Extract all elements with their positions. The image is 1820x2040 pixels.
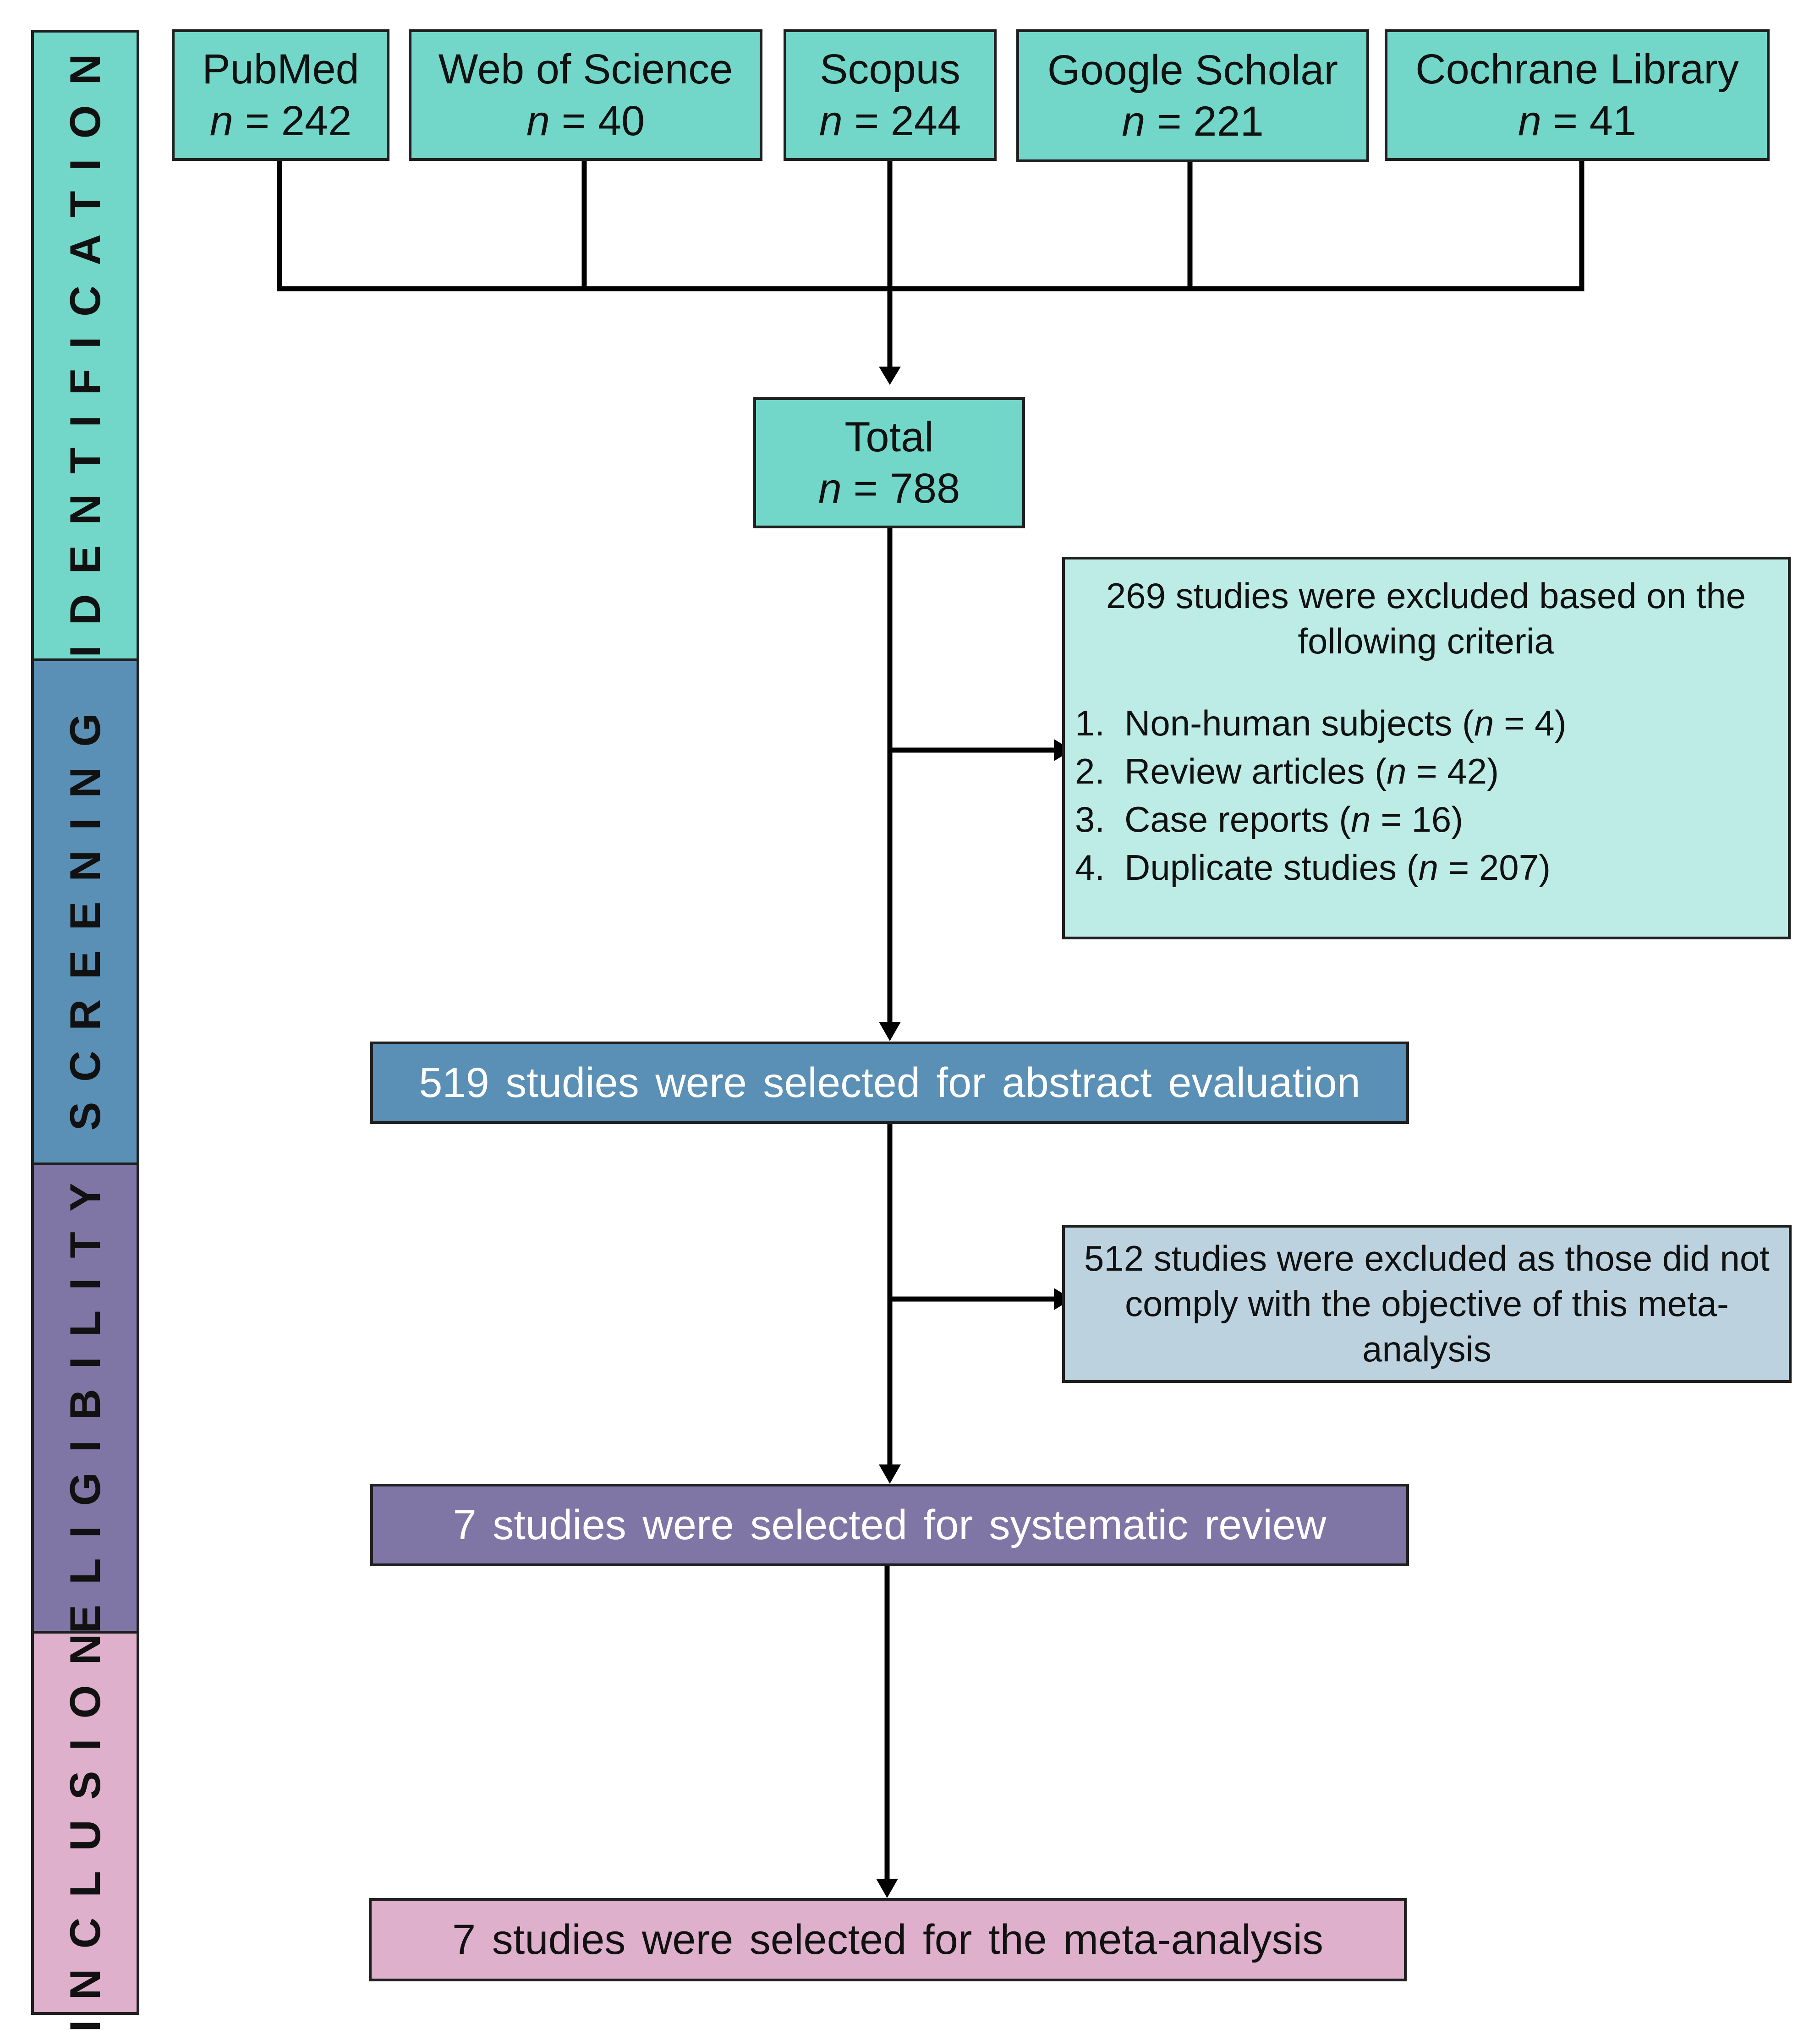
source-count-line: n = 41 — [1518, 97, 1637, 144]
source-count: 242 — [281, 97, 352, 144]
meta-analysis-text: 7 studies were selected for the meta-ana… — [452, 1916, 1323, 1963]
exclusion-criteria-list: 1.Non-human subjects (n = 4) 2.Review ar… — [1075, 701, 1777, 890]
arrowhead-systematic — [879, 1464, 901, 1484]
source-count-line: n = 221 — [1122, 98, 1264, 145]
stage-eligibility: ELIGIBILITY — [31, 1163, 139, 1634]
abstract-evaluation-box: 519 studies were selected for abstract e… — [370, 1042, 1409, 1124]
source-count-line: n = 244 — [819, 97, 961, 144]
source-box-pubmed: PubMed n = 242 — [172, 29, 389, 161]
stage-label-inclusion: INCLUSION — [61, 1613, 109, 2032]
stage-label-screening: SCREENING — [61, 693, 109, 1131]
source-box-cochrane-library: Cochrane Library n = 41 — [1385, 29, 1770, 161]
systematic-review-text: 7 studies were selected for systematic r… — [453, 1501, 1327, 1548]
criteria-item: 1.Non-human subjects (n = 4) — [1075, 703, 1567, 744]
source-box-web-of-science: Web of Science n = 40 — [409, 29, 762, 161]
total-count-line: n = 788 — [818, 465, 960, 512]
exclusion-box-criteria: 269 studies were excluded based on the f… — [1062, 557, 1791, 939]
source-count: 40 — [598, 97, 645, 144]
source-name: Cochrane Library — [1415, 46, 1739, 93]
meta-analysis-box: 7 studies were selected for the meta-ana… — [369, 1898, 1407, 1981]
total-box: Total n = 788 — [753, 397, 1025, 528]
arrowhead-meta — [876, 1879, 898, 1898]
source-count: 221 — [1193, 98, 1264, 145]
stage-inclusion: INCLUSION — [31, 1614, 139, 2032]
stage-identification: IDENTIFICATION — [31, 30, 139, 661]
arrowhead-abstract — [879, 1022, 901, 1041]
source-count: 41 — [1589, 97, 1637, 144]
source-name: Google Scholar — [1047, 46, 1338, 93]
arrowhead-total — [879, 367, 901, 385]
stage-label-eligibility: ELIGIBILITY — [61, 1163, 109, 1634]
exclusion-box-objective: 512 studies were excluded as those did n… — [1062, 1225, 1792, 1383]
systematic-review-box: 7 studies were selected for systematic r… — [370, 1484, 1409, 1566]
abstract-evaluation-text: 519 studies were selected for abstract e… — [419, 1059, 1360, 1106]
source-count: 244 — [890, 97, 961, 144]
criteria-item: 4.Duplicate studies (n = 207) — [1075, 847, 1551, 888]
source-box-scopus: Scopus n = 244 — [784, 29, 997, 161]
stage-label-identification: IDENTIFICATION — [61, 33, 109, 658]
source-name: PubMed — [202, 46, 359, 93]
total-label: Total — [844, 413, 934, 461]
source-count-line: n = 40 — [526, 97, 645, 144]
exclusion-intro: 269 studies were excluded based on the f… — [1106, 576, 1746, 662]
stage-screening: SCREENING — [31, 658, 139, 1165]
criteria-item: 2.Review articles (n = 42) — [1075, 751, 1499, 792]
exclusion-objective-text: 512 studies were excluded as those did n… — [1084, 1238, 1770, 1370]
source-name: Scopus — [820, 46, 960, 93]
source-count-line: n = 242 — [209, 97, 352, 144]
total-count: 788 — [889, 465, 960, 512]
source-box-google-scholar: Google Scholar n = 221 — [1016, 29, 1369, 162]
source-name: Web of Science — [438, 46, 733, 93]
criteria-item: 3.Case reports (n = 16) — [1075, 799, 1464, 840]
